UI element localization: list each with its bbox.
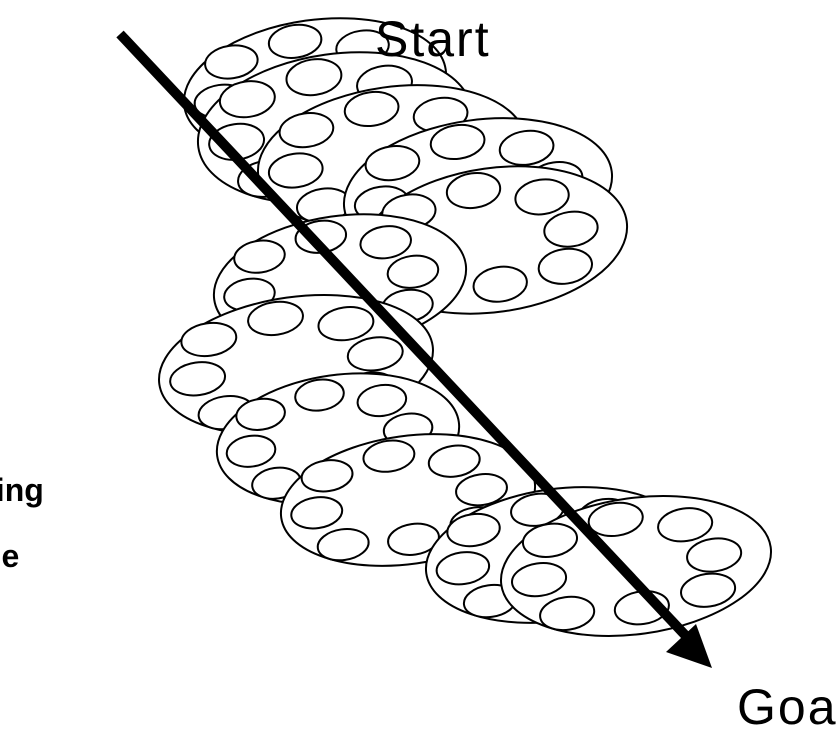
start-to-goal-arrow-icon: [116, 30, 712, 668]
well: [343, 90, 400, 128]
well: [235, 397, 286, 431]
well: [446, 512, 501, 548]
well: [427, 444, 481, 478]
well: [278, 112, 335, 149]
clipped-text-line-1: king: [0, 472, 44, 508]
well: [514, 178, 570, 216]
well: [317, 306, 375, 342]
well: [680, 572, 737, 608]
well: [686, 537, 743, 573]
well: [657, 507, 714, 543]
well: [472, 265, 528, 303]
well: [386, 254, 440, 289]
well: [539, 595, 596, 632]
well: [359, 225, 412, 260]
well: [511, 562, 568, 598]
well: [537, 247, 594, 285]
start-label: Start: [375, 11, 491, 67]
arrow-shaft: [116, 30, 690, 640]
well: [346, 336, 404, 372]
arrowhead-icon: [666, 624, 712, 668]
well: [290, 496, 344, 530]
well: [180, 321, 238, 358]
well: [233, 239, 286, 274]
well: [204, 44, 259, 80]
well: [169, 361, 227, 397]
clipped-text-line-2: ne: [0, 538, 20, 574]
well: [294, 378, 345, 412]
well: [498, 129, 555, 166]
well-plate: [499, 495, 773, 637]
well: [267, 152, 324, 189]
well: [225, 434, 277, 468]
well: [543, 210, 599, 248]
well: [267, 23, 323, 59]
well: [445, 172, 502, 210]
well: [218, 80, 276, 119]
well: [387, 522, 440, 556]
well: [362, 439, 416, 473]
well: [455, 473, 508, 507]
well: [316, 528, 370, 562]
well: [285, 58, 343, 97]
well: [356, 383, 408, 418]
well: [587, 501, 644, 538]
goal-label: Goal: [737, 679, 840, 732]
well: [429, 123, 486, 161]
well: [364, 145, 421, 182]
well: [435, 551, 491, 586]
well: [247, 300, 304, 337]
well: [521, 522, 579, 558]
plate-stack: [158, 17, 773, 637]
well: [300, 459, 354, 493]
